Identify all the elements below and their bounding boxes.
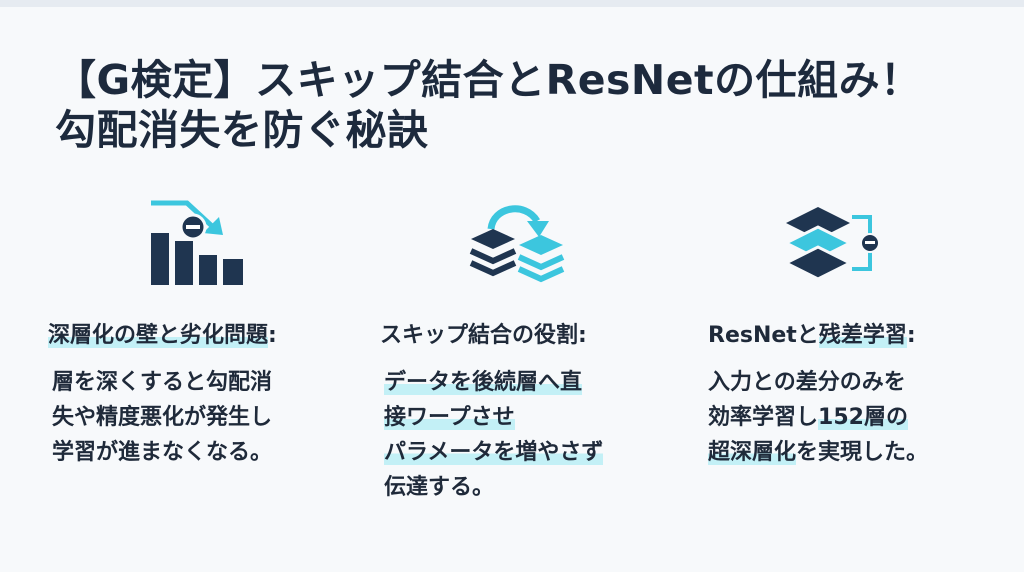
column-3-heading-prefix: ResNetと — [708, 323, 819, 348]
column-1-heading-colon: : — [268, 323, 277, 348]
column-1-heading: 深層化の壁と劣化問題: — [48, 317, 277, 349]
column-1-heading-highlight: 深層化の壁と劣化問題 — [48, 323, 269, 348]
column-2-line-2: 接ワープさせ — [384, 405, 515, 430]
column-2-line-4: 伝達する。 — [384, 475, 495, 500]
column-2-line-1: データを後続層へ直 — [384, 370, 583, 395]
layers-skip-arrow-icon — [463, 195, 573, 295]
bar-chart-declining-icon — [143, 195, 253, 295]
column-1-line-2: 失や精度悪化が発生し — [52, 405, 273, 430]
column-3-heading-highlight: 残差学習 — [818, 323, 907, 348]
page-title: 【G検定】スキップ結合とResNetの仕組み！ 勾配消失を防ぐ秘訣 — [55, 55, 995, 155]
column-3-line-2-highlight: 152層の — [818, 405, 908, 430]
column-3-line-1: 入力との差分のみを — [708, 370, 906, 395]
title-line-1: 【G検定】スキップ結合とResNetの仕組み！ — [55, 56, 922, 104]
column-1-body: 層を深くすると勾配消 失や精度悪化が発生し 学習が進まなくなる。 — [52, 365, 272, 470]
stacked-layers-icon — [778, 195, 888, 295]
column-2-body: データを後続層へ直 接ワープさせ パラメータを増やさず 伝達する。 — [384, 365, 604, 505]
column-3-body: 入力との差分のみを 効率学習し152層の 超深層化を実現した。 — [708, 365, 928, 470]
top-bar — [0, 0, 1024, 7]
column-3-line-3-highlight: 超深層化 — [708, 440, 797, 465]
column-2-heading: スキップ結合の役割: — [380, 323, 587, 348]
column-2-line-3: パラメータを増やさず — [384, 440, 604, 465]
column-3-heading-colon: : — [906, 323, 916, 348]
column-1-line-3: 学習が進まなくなる。 — [52, 440, 273, 465]
column-3-line-3-tail: を実現した。 — [796, 440, 929, 465]
title-line-2: 勾配消失を防ぐ秘訣 — [55, 106, 429, 154]
column-3-heading: ResNetと残差学習: — [708, 317, 916, 349]
column-3-line-2-prefix: 効率学習し — [708, 405, 819, 430]
column-1-line-1: 層を深くすると勾配消 — [52, 370, 273, 395]
